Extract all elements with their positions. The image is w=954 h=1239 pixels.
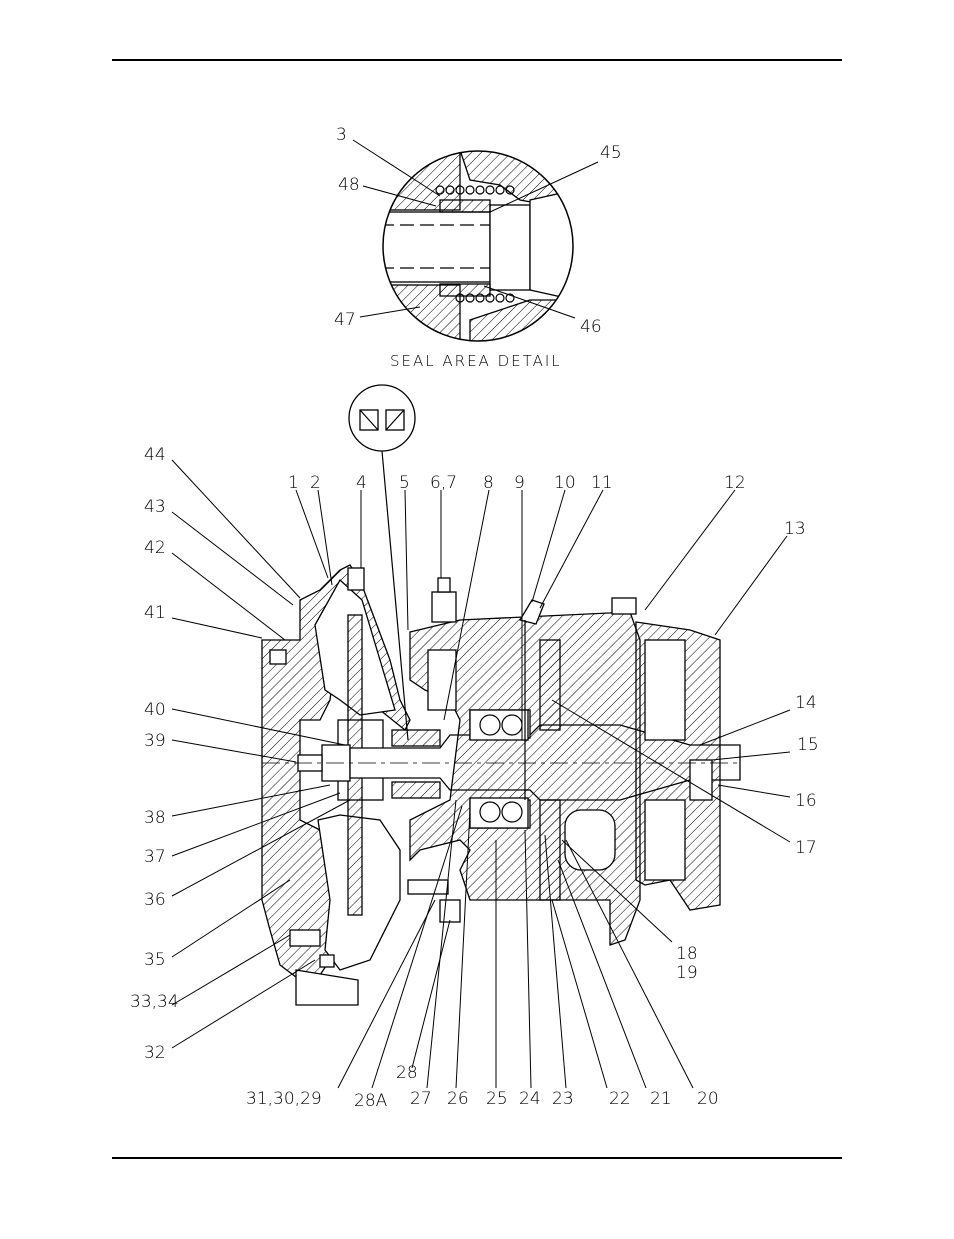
callout-26: 26: [447, 1089, 469, 1109]
callout-2: 2: [310, 473, 321, 493]
callout-11: 11: [591, 473, 613, 493]
callout-27: 27: [410, 1089, 432, 1109]
callout-18: 18: [676, 944, 698, 964]
callout-35: 35: [144, 950, 166, 970]
callout-48: 48: [338, 175, 360, 195]
callout-24: 24: [519, 1089, 541, 1109]
callout-8: 8: [483, 473, 494, 493]
callout-19: 19: [676, 963, 698, 983]
pump-foot: [296, 970, 358, 1005]
callout-21: 21: [650, 1089, 672, 1109]
callout-6-7: 6,7: [430, 473, 457, 493]
callout-16: 16: [795, 791, 817, 811]
callout-28: 28: [396, 1063, 418, 1083]
callout-37: 37: [144, 847, 166, 867]
callout-9: 9: [514, 473, 525, 493]
callout-32: 32: [144, 1043, 166, 1063]
callout-42: 42: [144, 538, 166, 558]
callout-4: 4: [356, 473, 367, 493]
callout-13: 13: [784, 519, 806, 539]
callout-23: 23: [552, 1089, 574, 1109]
callout-39: 39: [144, 731, 166, 751]
callout-20: 20: [697, 1089, 719, 1109]
callout-15: 15: [797, 735, 819, 755]
callout-33-34: 33,34: [130, 992, 179, 1012]
callout-10: 10: [554, 473, 576, 493]
detail-caption: SEAL AREA DETAIL: [390, 352, 562, 370]
callout-44: 44: [144, 445, 166, 465]
callout-46: 46: [580, 317, 602, 337]
callout-3: 3: [336, 125, 347, 145]
callout-41: 41: [144, 603, 166, 623]
callout-25: 25: [486, 1089, 508, 1109]
breather-fitting: [432, 592, 456, 622]
callout-45: 45: [600, 143, 622, 163]
callout-5: 5: [399, 473, 410, 493]
callout-17: 17: [795, 838, 817, 858]
callout-28a: 28A: [354, 1091, 388, 1111]
callout-22: 22: [609, 1089, 631, 1109]
callout-43: 43: [144, 497, 166, 517]
callout-1: 1: [288, 473, 299, 493]
seal-area-detail: [380, 150, 575, 345]
callout-47: 47: [334, 310, 356, 330]
callout-29-30-31: 31,30,29: [246, 1089, 322, 1109]
callout-14: 14: [795, 693, 817, 713]
callout-38: 38: [144, 808, 166, 828]
callout-36: 36: [144, 890, 166, 910]
callout-12: 12: [724, 473, 746, 493]
callout-40: 40: [144, 700, 166, 720]
